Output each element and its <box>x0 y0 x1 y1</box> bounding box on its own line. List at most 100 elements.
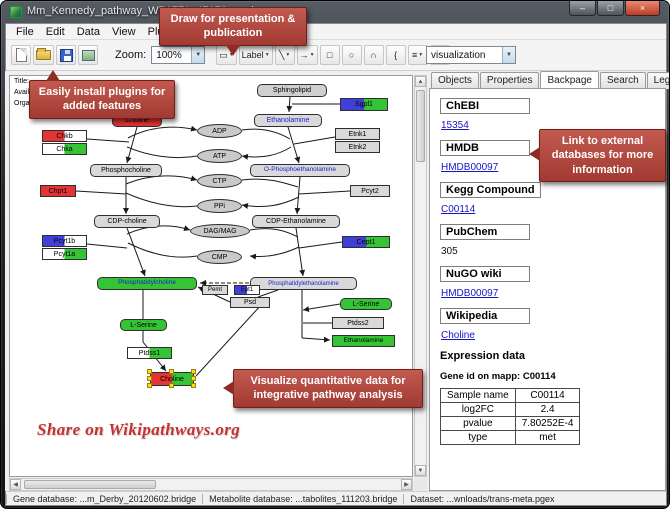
node-ppi[interactable]: PPi <box>197 199 242 213</box>
node-adp[interactable]: ADP <box>197 124 242 138</box>
scroll-down-icon[interactable]: ▼ <box>415 465 426 476</box>
node-l-serine-right[interactable]: L-Serine <box>340 298 392 310</box>
node-ethanolamine[interactable]: Ethanolamine <box>254 114 322 127</box>
menu-item-data[interactable]: Data <box>76 25 100 38</box>
selection-handle[interactable] <box>191 369 196 374</box>
open-file-button[interactable] <box>33 45 54 65</box>
pathway-edge <box>125 192 198 208</box>
chevron-down-icon[interactable]: ▼ <box>502 47 515 63</box>
node-phosphatidylcholine[interactable]: Phosphatidylcholine <box>97 277 197 290</box>
node-ptdss2[interactable]: Ptdss2 <box>332 317 384 329</box>
pathway-edge <box>298 190 351 195</box>
node-pcyt1a[interactable]: Pcyt1a <box>42 248 87 260</box>
menu-bar: FileEditDataViewPluginsHelp <box>6 24 666 40</box>
pathway-edge <box>75 190 127 195</box>
close-button[interactable]: × <box>625 1 660 16</box>
selection-handle[interactable] <box>169 369 174 374</box>
horizontal-scrollbar[interactable]: ◀ ▶ <box>9 478 413 491</box>
menu-item-view[interactable]: View <box>111 25 136 38</box>
node-chpt1[interactable]: Chpt1 <box>40 185 76 197</box>
node-ethanolamine-bottom[interactable]: Ethanolamine <box>332 335 395 347</box>
gene-id-line: Gene id on mapp: C00114 <box>440 371 556 382</box>
node-cmp[interactable]: CMP <box>197 250 242 264</box>
chevron-down-icon[interactable]: ▼ <box>191 47 205 63</box>
menu-item-file[interactable]: File <box>16 25 34 38</box>
node-pcyt1b[interactable]: Pcyt1b <box>42 235 87 247</box>
node-cdp-choline[interactable]: CDP-choline <box>94 215 160 228</box>
node-dag-mag[interactable]: DAG/MAG <box>190 224 250 238</box>
pathway-edge <box>127 242 198 258</box>
node-atp[interactable]: ATP <box>197 149 242 163</box>
brace-tool-icon: { <box>394 49 398 60</box>
node-sgpl1[interactable]: Sgpl1 <box>340 98 388 111</box>
backpage-link[interactable]: C00114 <box>441 204 476 215</box>
selection-handle[interactable] <box>191 383 196 388</box>
export-image-button[interactable] <box>78 45 98 65</box>
scroll-left-icon[interactable]: ◀ <box>10 479 21 490</box>
node-phosphocholine[interactable]: Phosphocholine <box>90 164 162 177</box>
node-cept1[interactable]: Cept1 <box>342 236 390 248</box>
label-tool-button[interactable]: Label▼ <box>238 45 273 65</box>
node-ptdss1[interactable]: Ptdss1 <box>127 347 172 359</box>
arc-tool-button[interactable]: ∩ <box>363 45 384 65</box>
selection-handle[interactable] <box>147 376 152 381</box>
chevron-down-icon: ▼ <box>264 52 270 58</box>
visualization-value: visualization <box>431 49 486 61</box>
line-tool-button[interactable]: ╲▼ <box>274 45 295 65</box>
backpage-link[interactable]: 15354 <box>441 120 469 131</box>
selection-handle[interactable] <box>169 383 174 388</box>
oval-tool-button[interactable]: ○ <box>341 45 362 65</box>
backpage-link[interactable]: Choline <box>441 330 475 341</box>
node-chka[interactable]: Chka <box>42 143 87 155</box>
node-psd[interactable]: Psd <box>230 297 270 308</box>
line-tool-icon: ╲ <box>278 49 285 60</box>
callout-quantitative-data: Visualize quantitative data for integrat… <box>223 369 423 408</box>
backpage-link[interactable]: HMDB00097 <box>441 162 499 173</box>
selection-handle[interactable] <box>147 369 152 374</box>
vertical-scroll-thumb[interactable] <box>416 90 425 162</box>
zoom-combobox[interactable]: 100% ▼ <box>151 46 206 64</box>
node-etnk2[interactable]: Etnk2 <box>335 141 380 153</box>
tab-search[interactable]: Search <box>599 72 646 89</box>
selection-handle[interactable] <box>191 376 196 381</box>
node-ctp[interactable]: CTP <box>197 174 242 188</box>
node-chkb[interactable]: Chkb <box>42 130 87 142</box>
vertical-scrollbar[interactable]: ▲ ▼ <box>414 75 427 477</box>
save-file-button[interactable] <box>56 45 76 65</box>
tab-backpage[interactable]: Backpage <box>540 71 599 88</box>
brace-tool-button[interactable]: { <box>385 45 406 65</box>
rect-tool-button[interactable]: □ <box>319 45 340 65</box>
node-cdp-ethanolamine[interactable]: CDP-Ethanolamine <box>252 215 340 228</box>
node-o-phosphoethanolamine[interactable]: O-Phosphoethanolamine <box>250 164 350 177</box>
status-segment: Gene database: ...m_Derby_20120602.bridg… <box>6 493 202 504</box>
align-tool-button[interactable]: ≡▼ <box>407 45 428 65</box>
tab-legend[interactable]: Legend <box>646 72 669 89</box>
scroll-right-icon[interactable]: ▶ <box>401 479 412 490</box>
visualization-combobox[interactable]: visualization ▼ <box>426 46 516 64</box>
node-pcyt2[interactable]: Pcyt2 <box>350 185 390 197</box>
horizontal-scroll-thumb[interactable] <box>24 480 156 489</box>
scroll-up-icon[interactable]: ▲ <box>415 76 426 87</box>
pathway-canvas[interactable]: Title:Availability:Organism:Sphingolipid… <box>9 75 413 477</box>
node-sphingolipid[interactable]: Sphingolipid <box>257 84 327 97</box>
tab-properties[interactable]: Properties <box>479 72 540 89</box>
pathway-edge <box>125 126 138 164</box>
node-pemt[interactable]: Pemt <box>202 285 228 295</box>
title-bar[interactable]: Mm_Kennedy_pathway_WP1771_45176.gpml – □… <box>1 1 669 23</box>
new-file-button[interactable] <box>11 45 31 65</box>
maximize-button[interactable]: □ <box>597 1 624 16</box>
menu-item-edit[interactable]: Edit <box>45 25 65 38</box>
pathway-edge <box>294 176 301 215</box>
selection-handle[interactable] <box>147 383 152 388</box>
node-phosphatidylethanolamine[interactable]: Phosphatidylethanolamine <box>250 277 357 290</box>
node-etnk1[interactable]: Etnk1 <box>335 128 380 140</box>
tab-objects[interactable]: Objects <box>431 72 479 89</box>
node-l-serine-left[interactable]: L-Serine <box>120 319 167 331</box>
connector-tool-button[interactable]: →▼ <box>296 45 318 65</box>
status-segment: Dataset: ...wnloads/trans-meta.pgex <box>403 493 560 504</box>
backpage-link[interactable]: HMDB00097 <box>441 288 499 299</box>
minimize-button[interactable]: – <box>569 1 596 16</box>
node-ept1[interactable]: Ept1 <box>234 285 260 295</box>
